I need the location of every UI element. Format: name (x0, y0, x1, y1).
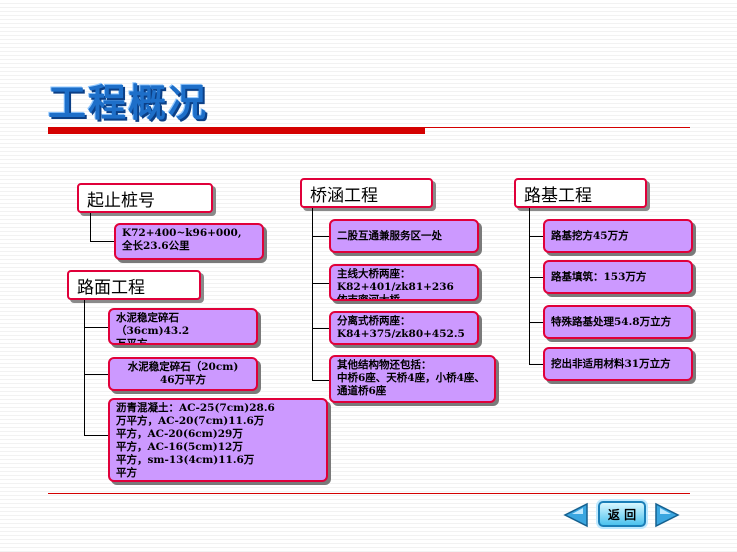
item-qiaohan-interchange: 二股互通兼服务区一处 (329, 219, 479, 253)
footer-rule (48, 493, 690, 494)
title-rule (425, 127, 690, 128)
item-luji-special-treatment: 特殊路基处理54.8万立方 (543, 305, 693, 339)
connector (529, 277, 543, 278)
item-qiaohan-separate-bridge: 分离式桥两座： K84+375/zk80+452.5 (329, 311, 479, 345)
header-zhizhuang: 起止桩号 (77, 183, 213, 213)
connector (529, 208, 530, 364)
connector (84, 374, 108, 375)
header-lumian: 路面工程 (67, 270, 201, 300)
header-qiaohan: 桥涵工程 (300, 178, 433, 208)
connector (84, 300, 85, 435)
item-zhizhuang-range: K72+400~k96+000, 全长23.6公里 (114, 223, 264, 260)
item-lumian-asphalt: 沥青混凝土：AC-25(7cm)28.6 万平方，AC-20(7cm)11.6万… (108, 398, 328, 482)
connector (312, 328, 329, 329)
connector (529, 322, 543, 323)
item-luji-excavation: 路基挖方45万方 (543, 219, 693, 253)
connector (312, 380, 329, 381)
item-qiaohan-main-bridge: 主线大桥两座： K82+401/zk81+236 依吉密河大桥 (329, 264, 479, 301)
header-luji: 路基工程 (514, 178, 647, 208)
title-underline-bar (48, 127, 425, 134)
item-lumian-stabilized-20: 水泥稳定碎石（20cm) 46万平方 (108, 357, 258, 391)
connector (312, 283, 329, 284)
next-arrow-icon[interactable] (654, 502, 680, 528)
connector (90, 213, 91, 241)
connector (312, 236, 329, 237)
prev-arrow-icon[interactable] (563, 502, 589, 528)
page-title: 工程概况 (48, 81, 209, 125)
item-qiaohan-other-structures: 其他结构物还包括： 中桥6座、天桥4座，小桥4座、 通道桥6座 (329, 355, 496, 403)
connector (529, 364, 543, 365)
connector (90, 241, 114, 242)
item-luji-fill: 路基填筑：153万方 (543, 260, 693, 294)
connector (312, 208, 313, 380)
connector (529, 236, 543, 237)
connector (84, 435, 108, 436)
item-lumian-stabilized-36: 水泥稳定碎石（36cm)43.2 万平方 (108, 308, 258, 345)
connector (84, 327, 108, 328)
return-button[interactable]: 返 回 (598, 501, 646, 527)
item-luji-unsuitable-material: 挖出非适用材料31万立方 (543, 347, 693, 381)
